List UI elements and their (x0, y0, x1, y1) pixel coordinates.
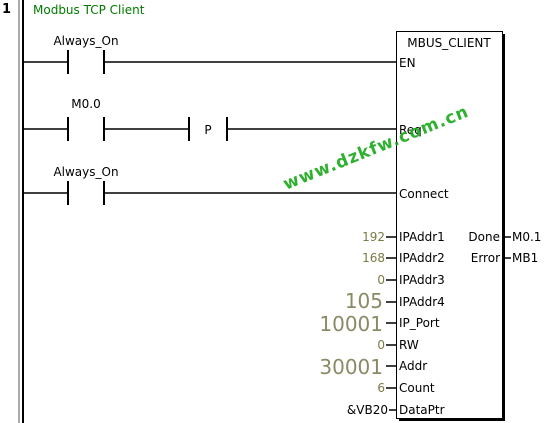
input-value-count[interactable]: 6 (377, 381, 385, 395)
pin-en: EN (399, 56, 416, 70)
block-name: MBUS_CLIENT (407, 36, 491, 50)
network-gutter (0, 0, 18, 423)
edge-label: P (204, 123, 211, 137)
pin-ipaddr3: IPAddr3 (399, 273, 445, 287)
pin-req: Req (399, 123, 422, 137)
pin-ip-port: IP_Port (399, 316, 440, 330)
network-number: 1 (2, 2, 12, 17)
pin-ipaddr4: IPAddr4 (399, 295, 445, 309)
input-row: 10001 IP_Port (319, 312, 439, 336)
input-value-ipaddr2[interactable]: 168 (362, 251, 385, 265)
input-row: 30001 Addr (319, 355, 427, 379)
input-value-rw[interactable]: 0 (377, 338, 385, 352)
mbus-client-block[interactable]: MBUS_CLIENT (396, 31, 506, 422)
output-row: Error MB1 (471, 251, 538, 265)
contact-label: Always_On (53, 165, 118, 179)
pin-dataptr: DataPtr (399, 403, 445, 417)
output-value-done[interactable]: M0.1 (512, 230, 541, 244)
input-row: &VB20 DataPtr (347, 403, 445, 417)
input-row: 105 IPAddr4 (345, 289, 445, 313)
rung-en: Always_On (23, 34, 396, 74)
input-row: 192 IPAddr1 (362, 230, 445, 244)
pin-rw: RW (399, 338, 419, 352)
output-row: Done M0.1 (468, 230, 541, 244)
pin-count: Count (399, 381, 435, 395)
network-title[interactable]: Modbus TCP Client (33, 3, 145, 17)
pin-error: Error (471, 251, 500, 265)
rung-req: P M0.0 (23, 97, 396, 141)
input-row: 168 IPAddr2 (362, 251, 445, 265)
pin-addr: Addr (399, 359, 427, 373)
pin-ipaddr1: IPAddr1 (399, 230, 445, 244)
output-value-error[interactable]: MB1 (512, 251, 538, 265)
pin-connect: Connect (399, 187, 449, 201)
rung-connect: Always_On (23, 165, 396, 205)
input-value-addr[interactable]: 30001 (319, 355, 383, 379)
contact-label: Always_On (53, 34, 118, 48)
input-row: 6 Count (377, 381, 435, 395)
contact-label: M0.0 (71, 97, 100, 111)
pin-ipaddr2: IPAddr2 (399, 251, 445, 265)
input-value-ipaddr1[interactable]: 192 (362, 230, 385, 244)
pin-done: Done (468, 230, 500, 244)
input-row: 0 RW (377, 338, 418, 352)
input-value-ip-port[interactable]: 10001 (319, 312, 383, 336)
input-value-ipaddr4[interactable]: 105 (345, 289, 383, 313)
input-value-dataptr[interactable]: &VB20 (347, 403, 388, 417)
input-row: 0 IPAddr3 (377, 273, 444, 287)
input-value-ipaddr3[interactable]: 0 (377, 273, 385, 287)
